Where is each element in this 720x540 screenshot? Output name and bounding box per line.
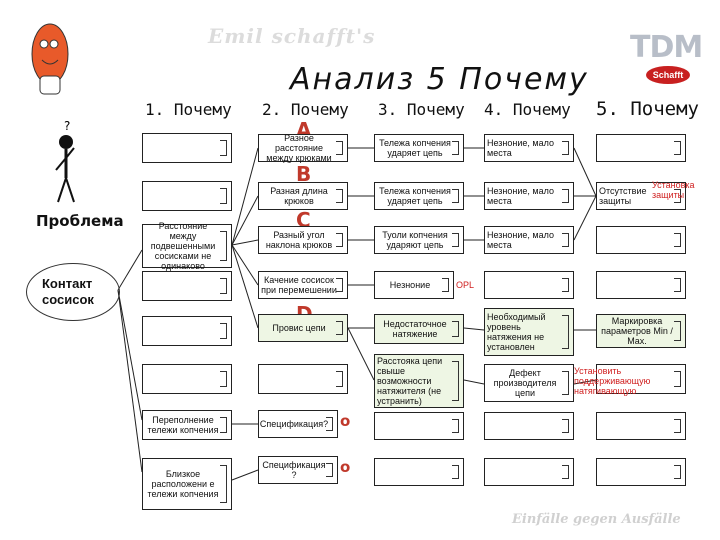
problem-item: Контакт сосисок	[42, 276, 94, 307]
mascot-sausage-icon	[31, 23, 69, 95]
why4-box-unknown: Незноние, мало места	[484, 134, 574, 162]
why1-box-empty	[142, 364, 232, 394]
why5-box-support	[596, 364, 686, 394]
why2-text: Разное расстояние между крюками	[266, 133, 332, 163]
problem-label: Проблема	[36, 212, 124, 230]
why4-box-unknown: Незноние, мало места	[484, 226, 574, 254]
why3-text: Тележа копчения ударяет цепь	[379, 138, 451, 158]
why5-box-marking: Маркировка параметров Min / Max.	[596, 314, 686, 348]
why3-box-trolley-hits: Тележа копчения ударяет цепь	[374, 182, 464, 210]
why1-box-empty	[142, 271, 232, 301]
why3-box-empty	[374, 412, 464, 440]
why1-box-overfill: Переполнение тележи копчения	[142, 410, 232, 440]
why2-box-spec: Спецификация ?	[258, 456, 338, 484]
why3-text: Расстояка цепи свыше возможности натяжит…	[377, 356, 443, 406]
why1-box-distance: Расстояние между подвешенными сосисками …	[142, 221, 232, 271]
column-header-5: 5. Почему	[596, 98, 699, 120]
column-header-4: 4. Почему	[484, 100, 571, 119]
why3-text: Незноние	[389, 280, 431, 290]
why3-box-unknown: Незноние	[374, 271, 454, 299]
why2-box-hooks-distance: Разное расстояние между крюками	[258, 133, 348, 163]
why3-box-trolley-hits: Тележа копчения ударяет цепь	[374, 134, 464, 162]
why4-box-empty	[484, 412, 574, 440]
why2-box-swinging: Качение сосисок при перемешении	[258, 271, 348, 299]
marker-b: B	[296, 162, 312, 186]
install-support-note: Установить поддерживающую натягивающую	[574, 366, 651, 396]
why5-box-empty	[596, 134, 686, 162]
why1-box-empty	[142, 133, 232, 163]
why1-box-close: Близкое расположени е тележи копчения	[142, 458, 232, 510]
opl-note: OPL	[456, 280, 475, 290]
why3-text: Туоли копчения ударяют цепь	[382, 230, 448, 250]
why2-box-empty	[258, 364, 348, 394]
schafft-badge: Schafft	[646, 66, 690, 84]
column-header-3: 3. Почему	[378, 100, 465, 119]
why5-text: Маркировка параметров Min / Max.	[601, 316, 673, 346]
why4-box-empty	[484, 271, 574, 299]
why1-text: Переполнение тележи копчения	[147, 415, 219, 435]
why2-text: Разный угол наклона крюков	[265, 230, 333, 250]
why2-box-chain-sag: Провис цепи	[258, 314, 348, 342]
why4-box-unknown: Незноние, мало места	[484, 182, 574, 210]
why4-box-level: Необходимый уровень натяжения не установ…	[484, 308, 574, 356]
why3-text: Недостаточное натяжение	[383, 319, 447, 339]
why2-text: Спецификация ?	[262, 460, 326, 480]
why2-text: Спецификация?	[259, 419, 329, 429]
why2-text: Провис цепи	[272, 323, 326, 333]
why1-text: Расстояние между подвешенными сосисками …	[150, 221, 216, 271]
why5-box-empty	[596, 458, 686, 486]
why4-box-empty	[484, 458, 574, 486]
why4-box-defect: Дефект производителя цепи	[484, 364, 574, 402]
why3-box-tension: Недостаточное натяжение	[374, 314, 464, 344]
tdm-logo: TDM	[630, 30, 703, 65]
why5-box-no-protection: Отсутствие защиты	[596, 182, 686, 210]
why1-text: Близкое расположени е тележи копчения	[147, 469, 219, 499]
why2-box-hooks-length: Разная длина крюков	[258, 182, 348, 210]
why5-text: Отсутствие защиты	[599, 186, 647, 206]
install-protection-note: Установка защиты	[652, 180, 695, 200]
why3-box-empty	[374, 458, 464, 486]
column-header-2: 2. Почему	[262, 100, 349, 119]
why1-box-empty	[142, 316, 232, 346]
why5-box-empty	[596, 412, 686, 440]
thinking-figure-icon: ?	[55, 119, 75, 203]
column-header-1: 1. Почему	[145, 100, 232, 119]
why3-box-trolleys-hit: Туоли копчения ударяют цепь	[374, 226, 464, 254]
marker-o-1: o	[340, 412, 351, 430]
why4-text: Незноние, мало места	[487, 186, 554, 206]
why4-text: Необходимый уровень натяжения не установ…	[487, 312, 546, 352]
why4-text: Незноние, мало места	[487, 230, 554, 250]
why2-box-spec: Спецификация?	[258, 410, 338, 438]
why3-text: Тележа копчения ударяет цепь	[379, 186, 451, 206]
why4-text: Незноние, мало места	[487, 138, 554, 158]
why2-box-hooks-angle: Разный угол наклона крюков	[258, 226, 348, 254]
why2-text: Разная длина крюков	[270, 186, 328, 206]
why1-box-empty	[142, 181, 232, 211]
why5-box-empty	[596, 226, 686, 254]
why2-text: Качение сосисок при перемешении	[261, 275, 337, 295]
why3-box-stretch: Расстояка цепи свыше возможности натяжит…	[374, 354, 464, 408]
why5-box-empty	[596, 271, 686, 299]
problem-oval	[26, 263, 120, 321]
marker-o-2: o	[340, 458, 351, 476]
footer-slogan: Einfälle gegen Ausfälle	[512, 512, 681, 527]
page-title: Анализ 5 Почему	[290, 62, 589, 97]
svg-text:?: ?	[64, 119, 70, 133]
brand-logo: Emil schafft's	[208, 24, 376, 48]
why4-text: Дефект производителя цепи	[493, 368, 557, 398]
